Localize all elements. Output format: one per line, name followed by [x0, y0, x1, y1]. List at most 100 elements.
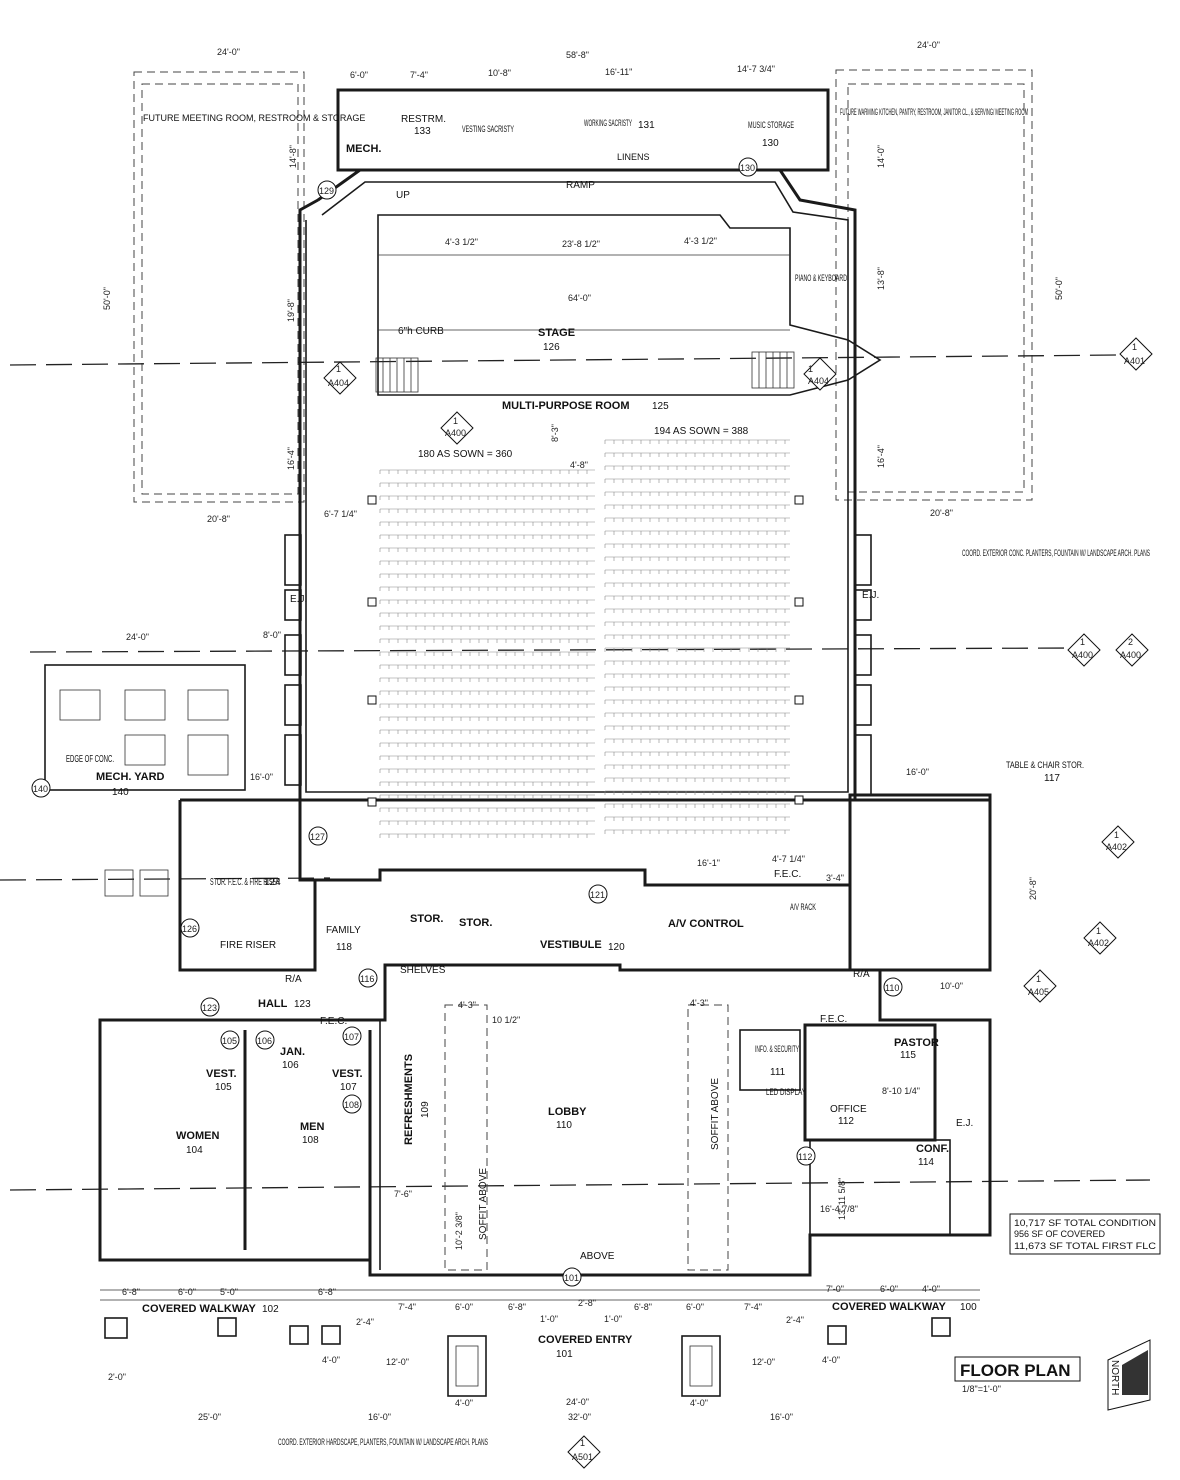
svg-text:7'-4": 7'-4"	[398, 1302, 416, 1312]
svg-text:127: 127	[310, 832, 325, 842]
svg-text:8'-3": 8'-3"	[550, 424, 560, 442]
entry-columns	[104, 1317, 951, 1397]
svg-text:126: 126	[182, 924, 197, 934]
door-tag-140: 140	[31, 778, 51, 798]
svg-text:105: 105	[222, 1036, 237, 1046]
svg-text:24'-0": 24'-0"	[217, 47, 240, 57]
svg-text:7'-4": 7'-4"	[744, 1302, 762, 1312]
future-area-right-inner	[847, 83, 1025, 493]
svg-text:7'-6": 7'-6"	[394, 1189, 412, 1199]
svg-text:5'-0": 5'-0"	[220, 1287, 238, 1297]
room-info: INFO. & SECURITY	[755, 1044, 799, 1054]
room-vestibule-no: 120	[608, 942, 625, 953]
svg-text:1'-0": 1'-0"	[540, 1314, 558, 1324]
seating-right	[604, 439, 790, 834]
door-tags: 129 130 127 126 121 116 123 105 106 107 …	[31, 157, 903, 1287]
room-jan: JAN.	[280, 1046, 305, 1058]
svg-text:1: 1	[808, 364, 813, 374]
svg-text:16'-4 7/8": 16'-4 7/8"	[820, 1204, 858, 1214]
svg-text:10'-2 3/8": 10'-2 3/8"	[454, 1212, 464, 1250]
svg-text:1: 1	[453, 416, 458, 426]
room-mpr-no: 125	[652, 401, 669, 412]
svg-text:1: 1	[1036, 974, 1041, 984]
room-shelves: SHELVES	[400, 965, 446, 976]
room-stor-1: STOR.	[410, 913, 443, 925]
svg-text:A400: A400	[1072, 650, 1093, 660]
note-seating-right: 194 AS SOWN = 388	[654, 426, 749, 437]
left-pilasters	[284, 534, 872, 796]
door-tag-121: 121	[588, 884, 608, 904]
stage-platform	[377, 214, 882, 396]
svg-text:4'-3 1/2": 4'-3 1/2"	[684, 236, 717, 246]
svg-text:140: 140	[33, 784, 48, 794]
svg-text:23'-8 1/2": 23'-8 1/2"	[562, 239, 600, 249]
room-table-chair: TABLE & CHAIR STOR.	[1006, 760, 1084, 770]
room-fec-1: F.E.C.	[774, 869, 801, 880]
door-tag-108: 108	[342, 1094, 362, 1114]
room-working-no: 131	[638, 120, 655, 131]
north-arrow-icon: NORTH	[1107, 1339, 1151, 1411]
note-coord-bottom: COORD. EXTERIOR HARDSCAPE, PLANTERS, FOU…	[278, 1437, 488, 1447]
room-jan-no: 106	[282, 1060, 299, 1071]
future-area-right	[835, 69, 1033, 501]
room-women: WOMEN	[176, 1130, 219, 1142]
svg-text:NORTH: NORTH	[1109, 1360, 1120, 1395]
svg-text:1: 1	[1080, 637, 1085, 647]
svg-text:123: 123	[202, 1003, 217, 1013]
svg-text:20'-8": 20'-8"	[1028, 877, 1038, 900]
svg-text:1: 1	[1096, 926, 1101, 936]
svg-text:58'-8": 58'-8"	[566, 50, 589, 60]
column-markers	[367, 495, 804, 807]
room-stor-fec-no: 124	[264, 877, 281, 888]
area-summary: 10,717 SF TOTAL CONDITION 956 SF OF COVE…	[1009, 1213, 1161, 1255]
svg-text:A401: A401	[1124, 356, 1145, 366]
svg-text:112: 112	[798, 1152, 812, 1162]
room-mech: MECH.	[346, 143, 381, 155]
svg-text:3'-4": 3'-4"	[826, 873, 844, 883]
plan-scale: 1/8"=1'-0"	[962, 1384, 1001, 1394]
room-walkway-l-no: 102	[262, 1304, 279, 1315]
table-chair-storage	[848, 793, 992, 972]
svg-text:1: 1	[336, 364, 341, 374]
svg-text:2'-8": 2'-8"	[578, 1298, 596, 1308]
svg-text:6'-0": 6'-0"	[178, 1287, 196, 1297]
svg-text:16'-0": 16'-0"	[368, 1412, 391, 1422]
grid-line-4	[0, 877, 331, 881]
svg-text:2: 2	[1128, 637, 1133, 647]
svg-text:4'-8": 4'-8"	[570, 460, 588, 470]
svg-text:A402: A402	[1106, 842, 1127, 852]
svg-text:2'-4": 2'-4"	[356, 1317, 374, 1327]
room-mech-yard-no: 140	[112, 787, 129, 798]
door-tag-126: 126	[180, 918, 200, 938]
future-area-left-inner	[141, 83, 299, 495]
svg-text:11,673 SF TOTAL FIRST FLC: 11,673 SF TOTAL FIRST FLC	[1014, 1241, 1157, 1251]
room-above: ABOVE	[580, 1251, 615, 1262]
room-ra-1: R/A	[285, 974, 302, 985]
svg-text:1: 1	[1132, 342, 1137, 352]
grid-line-2	[29, 647, 1076, 653]
room-men-no: 108	[302, 1135, 319, 1146]
room-walkway-l: COVERED WALKWAY	[142, 1303, 257, 1315]
svg-text:A402: A402	[1088, 938, 1109, 948]
room-women-no: 104	[186, 1145, 203, 1156]
svg-text:10,717 SF TOTAL CONDITION: 10,717 SF TOTAL CONDITION	[1014, 1218, 1156, 1228]
svg-text:6'-0": 6'-0"	[686, 1302, 704, 1312]
note-soffit-right: SOFFIT ABOVE	[710, 1078, 721, 1150]
svg-text:6'-8": 6'-8"	[318, 1287, 336, 1297]
room-pastor: PASTOR	[894, 1037, 939, 1049]
svg-text:108: 108	[344, 1100, 359, 1110]
room-restrm: RESTRM.	[401, 114, 446, 125]
svg-text:A404: A404	[328, 378, 349, 388]
svg-text:121: 121	[590, 890, 605, 900]
room-walkway-r-no: 100	[960, 1302, 977, 1313]
room-covered-entry: COVERED ENTRY	[538, 1334, 633, 1346]
main-hall-inner	[305, 181, 849, 793]
bottom-dimensions: 6'-8" 6'-0" 5'-0" 6'-8" 7'-4" 6'-0" 6'-8…	[108, 1284, 940, 1422]
svg-text:12'-0": 12'-0"	[752, 1357, 775, 1367]
door-tag-127: 127	[308, 826, 328, 846]
svg-text:2'-0": 2'-0"	[108, 1372, 126, 1382]
note-seating-left: 180 AS SOWN = 360	[418, 449, 513, 460]
